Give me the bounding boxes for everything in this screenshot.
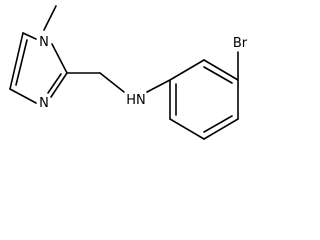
- bond-c2-n3: [50, 72, 68, 98]
- molecule-structure: N N HN Br: [9, 5, 248, 140]
- bond-ar5-ar6: [169, 118, 205, 140]
- bond-ch2-nh: [99, 72, 125, 93]
- bond-ar4-ar5-inner: [203, 115, 233, 133]
- bond-c4-c5: [9, 32, 24, 90]
- bond-nh-aryl: [146, 79, 171, 93]
- imidazole-ring: [9, 32, 68, 104]
- atom-label-n-ring: N: [39, 96, 49, 111]
- bond-n1-methyl: [43, 5, 57, 31]
- bond-n1-c2: [51, 43, 68, 74]
- bond-ar1-ar2: [169, 59, 205, 81]
- atom-label-n-methyl: N: [39, 35, 49, 50]
- atom-label-amine: HN: [126, 93, 146, 108]
- bond-ar2-ar3: [203, 59, 239, 81]
- benzene-ring: [169, 59, 239, 140]
- bond-n3-c4: [9, 88, 37, 104]
- bond-ar2-ar3-inner: [203, 66, 233, 84]
- bond-c4-c5-inner: [15, 39, 28, 86]
- bond-ar4-ar5: [203, 118, 239, 140]
- bond-c2-n3-inner: [47, 73, 62, 94]
- atom-label-bromine: Br: [233, 36, 248, 51]
- bond-c5-n1: [22, 32, 37, 40]
